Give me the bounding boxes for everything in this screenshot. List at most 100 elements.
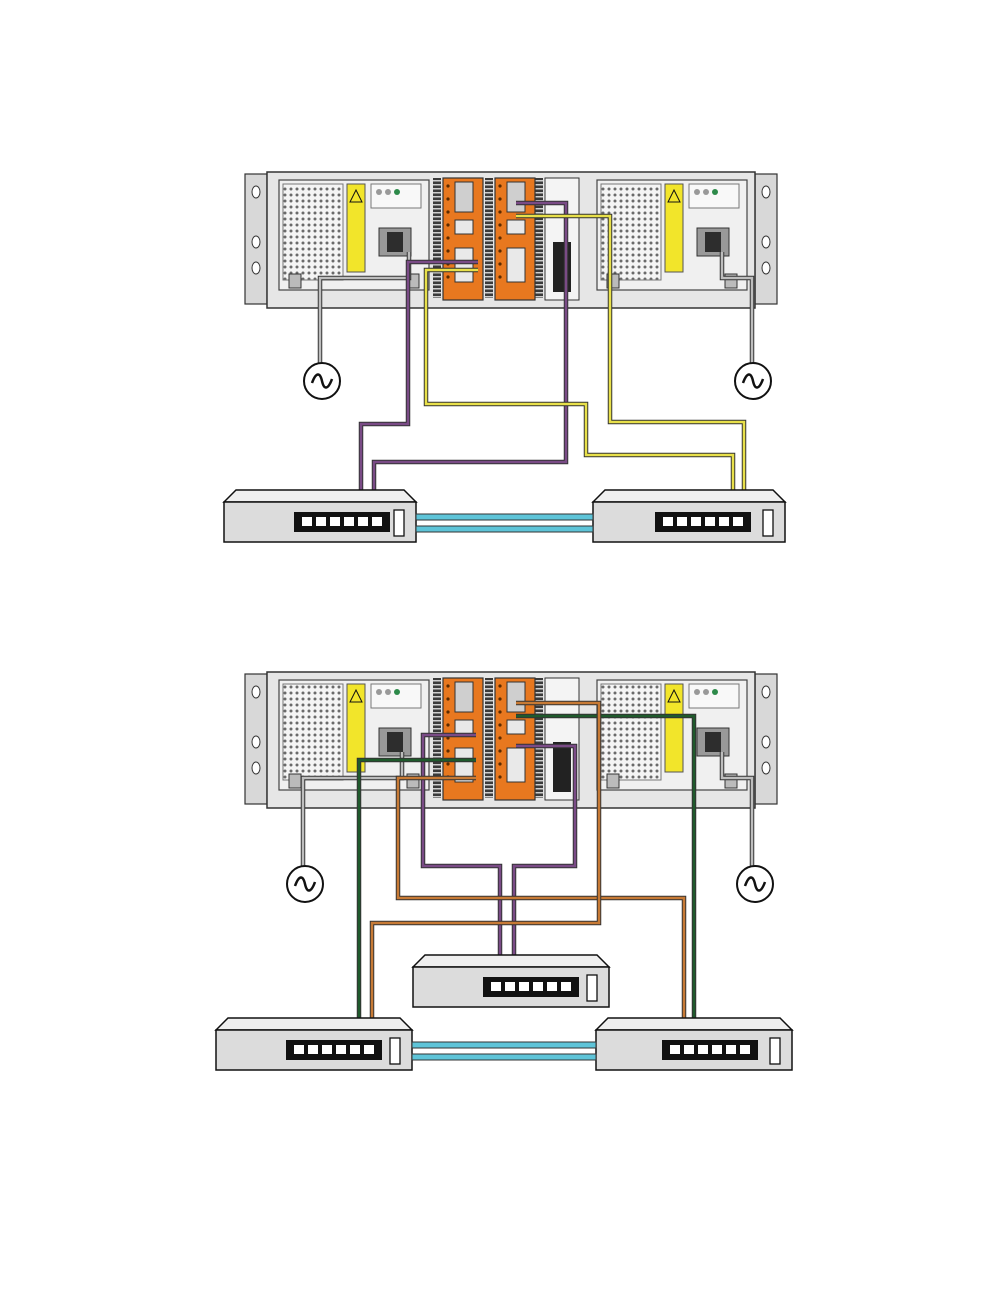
switch-d-port bbox=[308, 1045, 318, 1054]
psu-socket bbox=[387, 232, 403, 252]
psu-led-panel bbox=[689, 684, 739, 708]
management-slot bbox=[553, 242, 571, 292]
controller-screw bbox=[446, 275, 449, 278]
controller-screw bbox=[446, 249, 449, 252]
psu-grill bbox=[601, 684, 661, 780]
psu-led bbox=[712, 189, 718, 195]
controller-screw bbox=[498, 262, 501, 265]
switch-d-top bbox=[216, 1018, 412, 1030]
stack-cable-b1 bbox=[412, 1042, 596, 1048]
controller-screw bbox=[498, 223, 501, 226]
switch-d-port bbox=[322, 1045, 332, 1054]
ear-hole bbox=[252, 262, 260, 274]
psu-socket bbox=[705, 732, 721, 752]
controller-port bbox=[507, 720, 525, 734]
switch-e-port bbox=[698, 1045, 708, 1054]
diagram-two-switches bbox=[224, 172, 785, 542]
psu-led bbox=[694, 189, 700, 195]
controller-screw bbox=[446, 684, 449, 687]
psu-warning-label bbox=[665, 684, 683, 772]
switch-c-port bbox=[547, 982, 557, 991]
ear-hole bbox=[762, 736, 770, 748]
switch-d-vent bbox=[390, 1038, 400, 1064]
switch-c-port bbox=[533, 982, 543, 991]
controller-port bbox=[507, 182, 525, 212]
switch-c-port bbox=[505, 982, 515, 991]
switch-e-port bbox=[726, 1045, 736, 1054]
controller-screw bbox=[498, 762, 501, 765]
switch-b-port bbox=[663, 517, 673, 526]
ear-hole bbox=[252, 236, 260, 248]
ear-hole bbox=[762, 686, 770, 698]
switch-e-top bbox=[596, 1018, 792, 1030]
switch-e-port bbox=[740, 1045, 750, 1054]
switch-a-port bbox=[372, 517, 382, 526]
controller-screw bbox=[446, 723, 449, 726]
controller-screw bbox=[498, 684, 501, 687]
controller-port bbox=[455, 220, 473, 234]
psu-warning-label bbox=[665, 184, 683, 272]
switch-c-top bbox=[413, 955, 609, 967]
controller-screw bbox=[498, 275, 501, 278]
ear-hole bbox=[762, 236, 770, 248]
controller-screw bbox=[446, 749, 449, 752]
psu-grill bbox=[283, 684, 343, 780]
psu-led bbox=[394, 689, 400, 695]
ear-hole bbox=[252, 686, 260, 698]
controller-screw bbox=[498, 197, 501, 200]
fan-strip bbox=[535, 678, 543, 798]
stack-cable-2 bbox=[416, 526, 593, 532]
switch-b-port bbox=[719, 517, 729, 526]
switch-b-port bbox=[691, 517, 701, 526]
ear-hole bbox=[252, 186, 260, 198]
switch-b-port bbox=[733, 517, 743, 526]
switch-c-port bbox=[519, 982, 529, 991]
controller-port bbox=[455, 682, 473, 712]
controller-port bbox=[507, 748, 525, 782]
fan-strip bbox=[433, 178, 441, 298]
psu-led bbox=[385, 689, 391, 695]
switch-a-top bbox=[224, 490, 416, 502]
switch-e-port bbox=[712, 1045, 722, 1054]
controller-screw bbox=[446, 223, 449, 226]
switch-a-vent bbox=[394, 510, 404, 536]
switch-b-top bbox=[593, 490, 785, 502]
ear-hole bbox=[762, 186, 770, 198]
controller-screw bbox=[498, 723, 501, 726]
switch-e-vent bbox=[770, 1038, 780, 1064]
controller-screw bbox=[498, 710, 501, 713]
psu-socket bbox=[387, 732, 403, 752]
controller-screw bbox=[446, 197, 449, 200]
controller-screw bbox=[446, 710, 449, 713]
ear-hole bbox=[762, 762, 770, 774]
psu-grill bbox=[283, 184, 343, 280]
controller-screw bbox=[498, 236, 501, 239]
psu-handle bbox=[289, 274, 301, 288]
switch-a-port bbox=[316, 517, 326, 526]
psu-led bbox=[712, 689, 718, 695]
psu-led bbox=[394, 189, 400, 195]
psu-led bbox=[703, 689, 709, 695]
switch-c-port bbox=[491, 982, 501, 991]
switch-c-port bbox=[561, 982, 571, 991]
controller-screw bbox=[446, 697, 449, 700]
switch-b-port bbox=[705, 517, 715, 526]
diagram-three-switches bbox=[216, 672, 792, 1070]
switch-d-port bbox=[336, 1045, 346, 1054]
psu-handle bbox=[607, 774, 619, 788]
controller-screw bbox=[498, 775, 501, 778]
psu-led bbox=[694, 689, 700, 695]
switch-e-port bbox=[684, 1045, 694, 1054]
switch-d-port bbox=[294, 1045, 304, 1054]
psu-led-panel bbox=[371, 684, 421, 708]
ear-hole bbox=[252, 762, 260, 774]
controller-port bbox=[507, 248, 525, 282]
fan-strip bbox=[485, 178, 493, 298]
controller-port bbox=[455, 248, 473, 282]
controller-screw bbox=[498, 736, 501, 739]
psu-led-panel bbox=[689, 184, 739, 208]
switch-a-port bbox=[302, 517, 312, 526]
controller-screw bbox=[498, 697, 501, 700]
controller-port bbox=[507, 220, 525, 234]
